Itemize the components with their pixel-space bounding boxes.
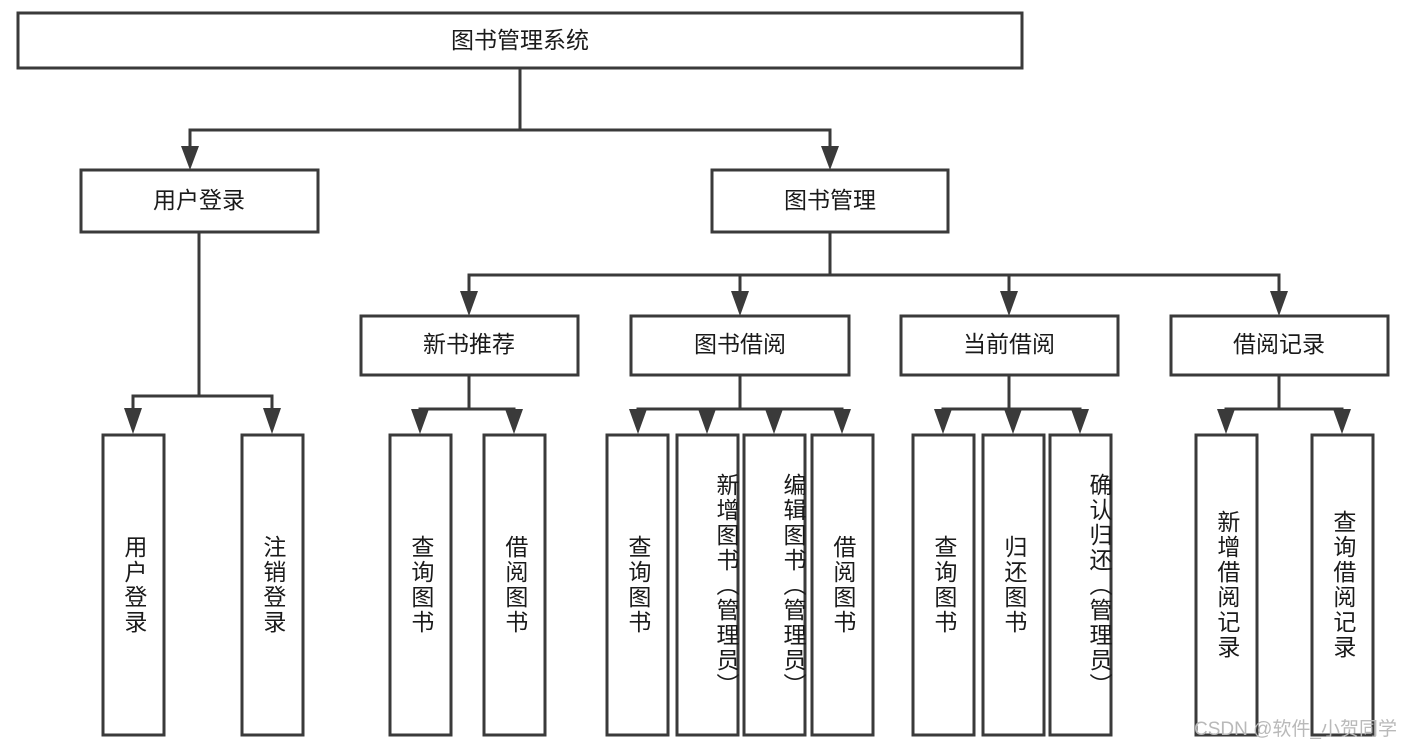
connector-bm-to-borrow-record: [830, 273, 1281, 298]
connector-root-to-level2: [181, 68, 839, 170]
connector-new-book-to-leaves: [411, 375, 523, 434]
leaf-box-add-book-admin[interactable]: [675, 433, 740, 737]
arrow-head-cb-return: [1004, 409, 1022, 434]
connector-cb-leaf-1: [941, 375, 1011, 417]
arrow-head-newbook-borrow: [505, 409, 523, 434]
arrow-head-book-management: [821, 146, 839, 170]
connector-user-login-leaf-1: [131, 232, 201, 412]
leaf-box-add-borrow-record[interactable]: [1194, 433, 1259, 737]
leaf-box-query-book-cb[interactable]: [911, 433, 976, 737]
node-book-borrow[interactable]: 图书借阅: [629, 314, 851, 377]
connector-bb-leaf-4: [740, 407, 844, 417]
arrow-head-bb-edit: [765, 409, 783, 434]
leaf-box-confirm-return-admin[interactable]: [1048, 433, 1113, 737]
node-new-book-recommend-box: [359, 314, 580, 377]
node-root[interactable]: 图书管理系统: [16, 11, 1024, 70]
arrow-head-cb-query: [934, 409, 952, 434]
node-borrow-record-label: 借阅记录: [1233, 331, 1325, 357]
arrow-head-br-add: [1217, 409, 1235, 434]
node-book-borrow-box: [629, 314, 851, 377]
watermark-text: CSDN @软件_小贺同学: [1194, 719, 1397, 740]
arrow-head-user-login: [181, 146, 199, 170]
node-book-management-box: [710, 168, 950, 234]
node-new-book-recommend-label: 新书推荐: [423, 331, 515, 357]
arrow-head-leaf-logout: [263, 408, 281, 434]
connector-root-to-user-login: [188, 68, 522, 152]
connector-root-to-book-management: [520, 128, 832, 152]
arrow-head-leaf-user-login: [124, 408, 142, 434]
arrow-head-newbook-query: [411, 409, 429, 434]
arrow-head-borrow-record: [1270, 291, 1288, 316]
connector-br-leaf-2: [1279, 407, 1344, 417]
node-current-borrow-box: [899, 314, 1120, 377]
connector-book-borrow-to-leaves: [629, 375, 851, 434]
node-book-management[interactable]: 图书管理: [710, 168, 950, 234]
arrow-head-new-book: [460, 291, 478, 316]
connector-current-borrow-to-leaves: [934, 375, 1089, 434]
connector-user-login-to-leaves: [124, 232, 281, 434]
arrow-head-bb-borrow: [833, 409, 851, 434]
leaf-boxes-book-borrow: [605, 433, 875, 737]
leaf-box-query-book-bb[interactable]: [605, 433, 670, 737]
node-book-management-label: 图书管理: [784, 187, 876, 213]
node-user-login-box: [79, 168, 320, 234]
leaf-box-edit-book-admin[interactable]: [742, 433, 807, 737]
connector-borrow-record-to-leaves: [1217, 375, 1351, 434]
connector-bb-leaf-1: [636, 375, 742, 417]
leaf-box-borrow-book-bb[interactable]: [810, 433, 875, 737]
connector-bm-to-new-book: [467, 232, 832, 298]
arrow-head-book-borrow: [731, 291, 749, 316]
arrow-head-current-borrow: [1000, 291, 1018, 316]
leaf-boxes-user-login: [101, 433, 305, 737]
leaf-box-return-book[interactable]: [981, 433, 1046, 737]
arrow-head-bb-query: [629, 409, 647, 434]
leaf-boxes-borrow-record: [1194, 433, 1375, 737]
leaf-boxes-new-book-recommend: [388, 433, 547, 737]
leaf-box-user-login[interactable]: [101, 433, 166, 737]
node-current-borrow[interactable]: 当前借阅: [899, 314, 1120, 377]
leaf-boxes-current-borrow: [911, 433, 1113, 737]
connector-bm-to-current-borrow: [830, 273, 1011, 298]
connector-book-management-to-level3: [460, 232, 1288, 316]
leaf-box-query-book-nb[interactable]: [388, 433, 453, 737]
node-user-login[interactable]: 用户登录: [79, 168, 320, 234]
node-root-box: [16, 11, 1024, 70]
arrow-head-br-query: [1333, 409, 1351, 434]
node-book-borrow-label: 图书借阅: [694, 331, 786, 357]
node-new-book-recommend[interactable]: 新书推荐: [359, 314, 580, 377]
node-root-label: 图书管理系统: [451, 27, 589, 53]
node-borrow-record[interactable]: 借阅记录: [1169, 314, 1390, 377]
leaf-box-query-borrow-record[interactable]: [1310, 433, 1375, 737]
arrow-head-cb-confirm: [1071, 409, 1089, 434]
node-borrow-record-box: [1169, 314, 1390, 377]
leaf-box-logout[interactable]: [240, 433, 305, 737]
arrow-head-bb-add: [698, 409, 716, 434]
connector-bm-to-book-borrow: [738, 273, 830, 298]
node-user-login-label: 用户登录: [153, 187, 245, 213]
leaf-box-borrow-book-nb[interactable]: [482, 433, 547, 737]
node-current-borrow-label: 当前借阅: [963, 331, 1055, 357]
connector-user-login-leaf-2: [199, 394, 274, 412]
